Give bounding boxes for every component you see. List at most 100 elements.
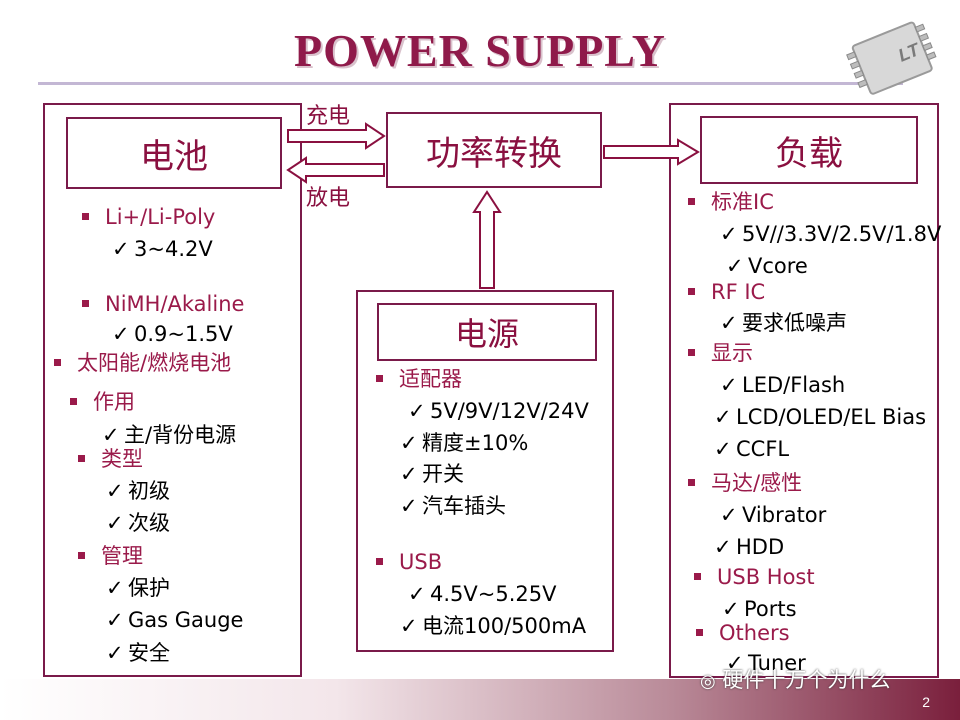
checkmark-icon: ✓ xyxy=(408,583,426,606)
load-bullet-item: 马达/感性 xyxy=(688,471,802,496)
source-check-item: ✓开关 xyxy=(400,462,464,487)
checkmark-icon: ✓ xyxy=(714,536,732,559)
conversion-heading: 功率转换 xyxy=(426,133,562,174)
load-item-text: CCFL xyxy=(736,437,790,461)
load-check-item: ✓CCFL xyxy=(714,437,789,462)
checkmark-icon: ✓ xyxy=(106,609,124,632)
battery-check-item: ✓3~4.2V xyxy=(112,237,213,262)
load-item-text: Vibrator xyxy=(742,503,827,527)
battery-item-text: 管理 xyxy=(101,544,143,568)
battery-bullet-item: 作用 xyxy=(70,390,135,415)
source-item-text: 5V/9V/12V/24V xyxy=(430,399,589,423)
square-bullet-icon xyxy=(696,628,703,636)
battery-check-item: ✓安全 xyxy=(106,641,170,666)
load-check-item: ✓LCD/OLED/EL Bias xyxy=(714,405,926,430)
checkmark-icon: ✓ xyxy=(106,577,124,600)
load-item-text: Others xyxy=(719,621,790,645)
load-bullet-item: 显示 xyxy=(688,341,753,366)
load-item-text: 5V//3.3V/2.5V/1.8V xyxy=(742,222,942,246)
load-bullet-item: Others xyxy=(696,621,790,646)
battery-box: 电池 xyxy=(66,117,282,189)
source-check-item: ✓电流100/500mA xyxy=(400,614,586,639)
load-box: 负载 xyxy=(700,116,918,184)
footer-bar xyxy=(0,679,960,720)
load-bullet-item: 标准IC xyxy=(688,190,774,215)
load-item-text: 要求低噪声 xyxy=(742,311,847,335)
checkmark-icon: ✓ xyxy=(400,615,418,638)
checkmark-icon: ✓ xyxy=(106,512,124,535)
battery-item-text: 主/背份电源 xyxy=(124,423,237,447)
checkmark-icon: ✓ xyxy=(112,323,130,346)
source-item-text: 精度±10% xyxy=(422,431,529,455)
battery-item-text: 类型 xyxy=(101,447,143,471)
square-bullet-icon xyxy=(376,374,383,382)
source-item-text: 汽车插头 xyxy=(422,494,506,518)
checkmark-icon: ✓ xyxy=(106,642,124,665)
watermark: ◎ 硬件十万个为什么 xyxy=(700,664,890,694)
checkmark-icon: ✓ xyxy=(720,223,738,246)
load-item-text: LCD/OLED/EL Bias xyxy=(736,405,927,429)
checkmark-icon: ✓ xyxy=(722,598,740,621)
discharge-arrow-icon xyxy=(286,156,385,184)
battery-heading: 电池 xyxy=(140,136,208,177)
battery-bullet-item: NiMH/Akaline xyxy=(82,292,244,317)
load-arrow-icon xyxy=(603,138,700,166)
load-check-item: ✓5V//3.3V/2.5V/1.8V xyxy=(720,222,941,247)
load-panel xyxy=(669,103,939,678)
load-check-item: ✓要求低噪声 xyxy=(720,311,847,336)
square-bullet-icon xyxy=(54,358,61,366)
battery-item-text: Li+/Li-Poly xyxy=(105,205,216,229)
checkmark-icon: ✓ xyxy=(720,504,738,527)
load-item-text: 标准IC xyxy=(711,190,774,214)
load-check-item: ✓HDD xyxy=(714,535,784,560)
source-check-item: ✓4.5V~5.25V xyxy=(408,582,556,607)
source-item-text: 适配器 xyxy=(399,367,462,391)
battery-check-item: ✓次级 xyxy=(106,511,170,536)
checkmark-icon: ✓ xyxy=(720,374,738,397)
load-check-item: ✓Ports xyxy=(722,597,797,622)
source-item-text: USB xyxy=(399,550,443,574)
checkmark-icon: ✓ xyxy=(714,438,732,461)
charge-label: 充电 xyxy=(306,104,351,129)
load-heading: 负载 xyxy=(775,133,843,174)
source-item-text: 开关 xyxy=(422,462,464,486)
battery-item-text: 安全 xyxy=(128,641,170,665)
battery-check-item: ✓0.9~1.5V xyxy=(112,322,233,347)
charge-arrow-icon xyxy=(287,122,386,150)
battery-bullet-item: Li+/Li-Poly xyxy=(82,205,215,230)
checkmark-icon: ✓ xyxy=(106,480,124,503)
load-item-text: LED/Flash xyxy=(742,373,846,397)
battery-item-text: NiMH/Akaline xyxy=(105,292,245,316)
battery-item-text: Gas Gauge xyxy=(128,608,244,632)
power-conversion-box: 功率转换 xyxy=(386,112,602,188)
square-bullet-icon xyxy=(82,212,89,220)
load-bullet-item: USB Host xyxy=(694,565,815,590)
page-number: 2 xyxy=(922,694,930,710)
square-bullet-icon xyxy=(688,287,695,295)
checkmark-icon: ✓ xyxy=(400,432,418,455)
load-item-text: 显示 xyxy=(711,341,753,365)
wechat-icon: ◎ xyxy=(700,671,716,692)
source-check-item: ✓5V/9V/12V/24V xyxy=(408,399,589,424)
load-item-text: HDD xyxy=(736,535,785,559)
checkmark-icon: ✓ xyxy=(112,238,130,261)
page-title: POWER SUPPLY xyxy=(294,25,666,76)
square-bullet-icon xyxy=(688,478,695,486)
source-check-item: ✓汽车插头 xyxy=(400,494,506,519)
battery-check-item: ✓保护 xyxy=(106,576,170,601)
battery-item-text: 太阳能/燃烧电池 xyxy=(77,351,232,375)
load-check-item: ✓LED/Flash xyxy=(720,373,845,398)
square-bullet-icon xyxy=(70,397,77,405)
load-bullet-item: RF IC xyxy=(688,280,765,305)
square-bullet-icon xyxy=(688,348,695,356)
checkmark-icon: ✓ xyxy=(714,406,732,429)
battery-bullet-item: 类型 xyxy=(78,447,143,472)
battery-panel xyxy=(43,103,302,677)
source-panel xyxy=(356,290,614,652)
battery-item-text: 0.9~1.5V xyxy=(134,322,233,346)
load-check-item: ✓Vcore xyxy=(726,254,808,279)
load-item-text: Vcore xyxy=(748,254,808,278)
source-bullet-item: 适配器 xyxy=(376,367,462,392)
battery-bullet-item: 太阳能/燃烧电池 xyxy=(54,351,231,376)
